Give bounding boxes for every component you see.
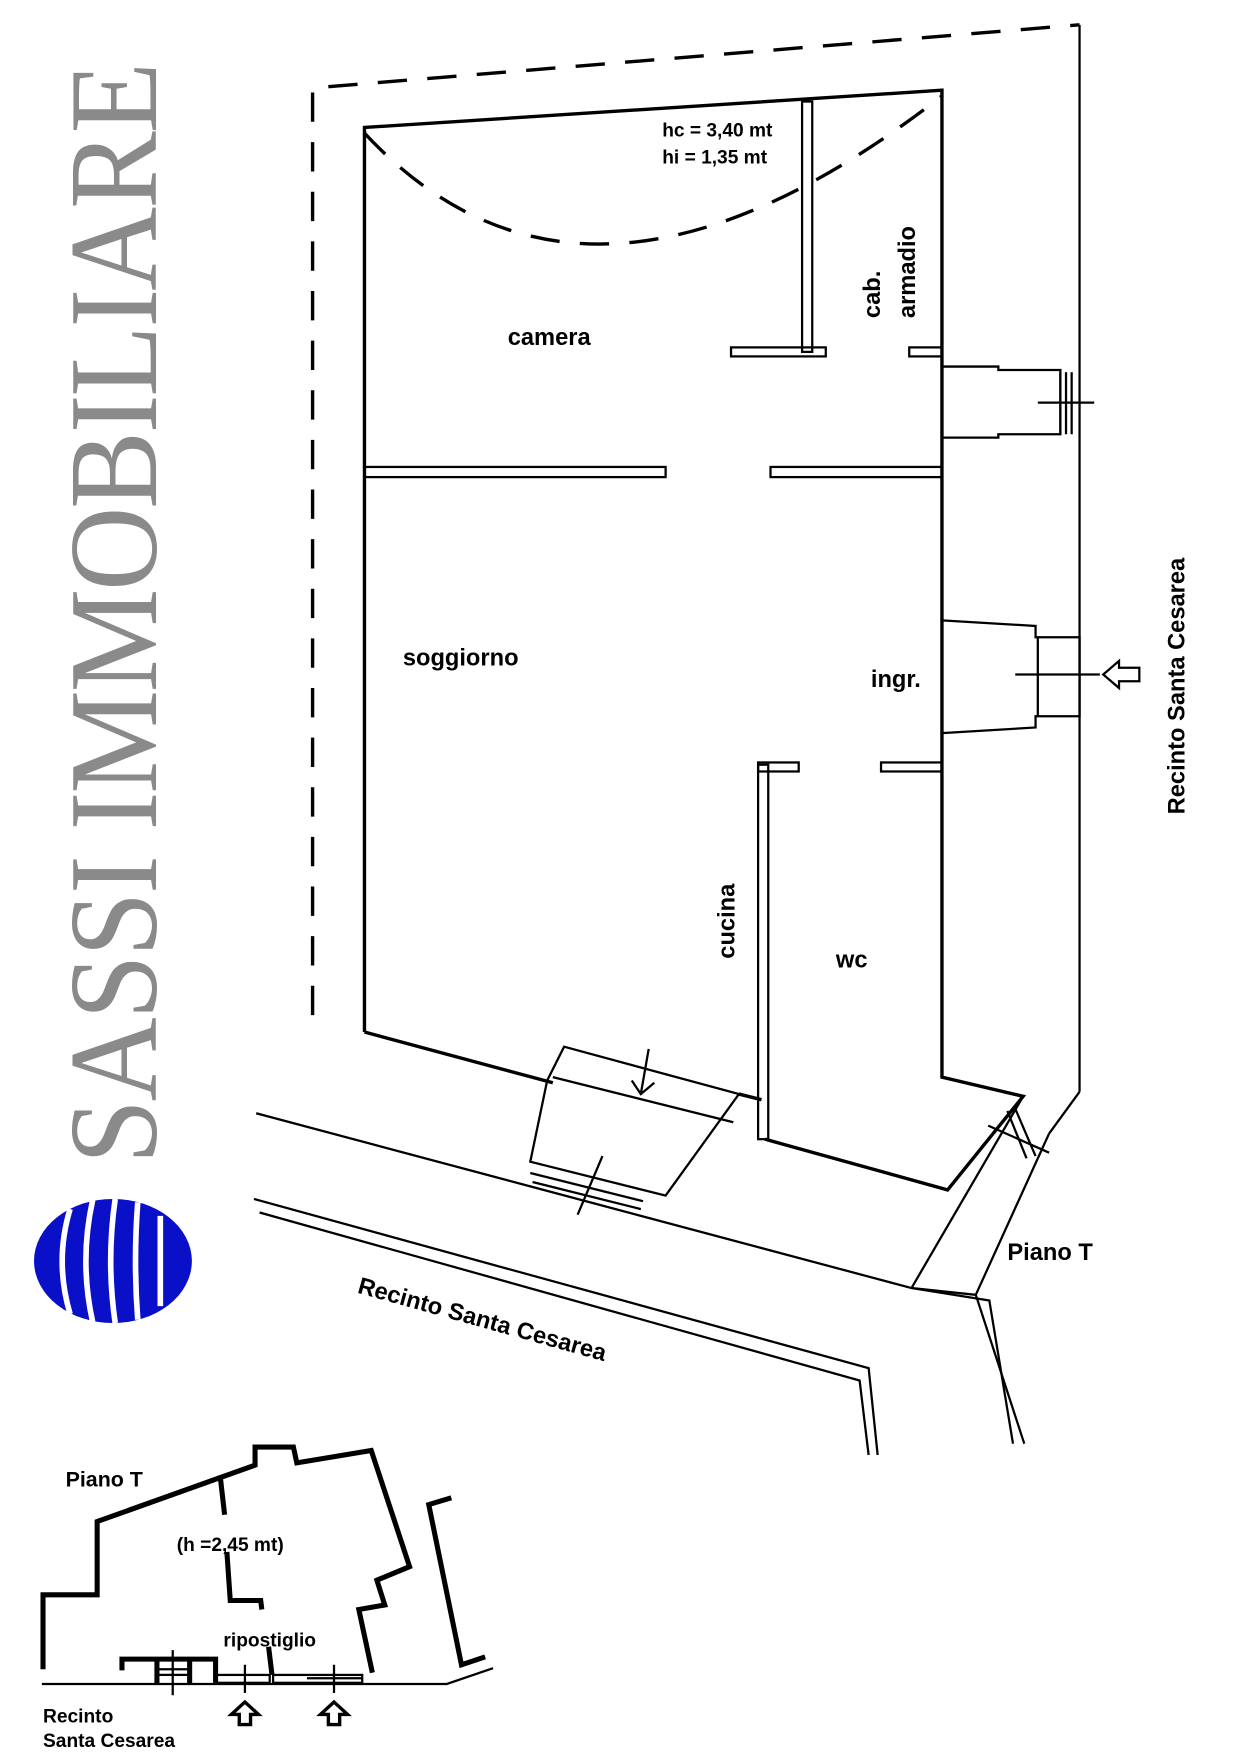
company-logo: SASSI IMMOBILIARE xyxy=(33,64,192,1324)
boundary-dashed xyxy=(310,23,1080,1016)
entrance-arrow-icon xyxy=(227,1699,263,1727)
inset-street-line1: Recinto xyxy=(43,1706,113,1727)
room-soggiorno-label: soggiorno xyxy=(403,645,519,671)
inset-floor-label: Piano T xyxy=(66,1468,143,1492)
inset-height-label: (h =2,45 mt) xyxy=(177,1535,284,1556)
logo-text: SASSI IMMOBILIARE xyxy=(44,64,184,1164)
room-wc-label: wc xyxy=(835,948,868,974)
inset-plan: Piano T (h =2,45 mt) ripostiglio Recinto… xyxy=(40,1444,494,1752)
arrow-down-icon xyxy=(630,1048,656,1096)
room-armadio-label: armadio xyxy=(895,226,921,318)
main-plan-labels: hc = 3,40 mt hi = 1,35 mt camera cab. ar… xyxy=(355,120,1190,1367)
height-hi-label: hi = 1,35 mt xyxy=(662,148,767,169)
main-plan-walls xyxy=(253,23,1141,1456)
entrance-arrow-icon xyxy=(1101,658,1141,691)
room-ingresso-label: ingr. xyxy=(871,667,921,693)
street-right-label: Recinto Santa Cesarea xyxy=(1164,557,1190,814)
entrance-arrow-icon xyxy=(316,1699,352,1727)
height-hc-label: hc = 3,40 mt xyxy=(662,120,773,141)
room-camera-label: camera xyxy=(508,325,592,351)
inset-room-label: ripostiglio xyxy=(223,1631,316,1652)
room-cabina-label: cab. xyxy=(860,271,886,318)
inset-street-line2: Santa Cesarea xyxy=(43,1731,175,1752)
room-cucina-label: cucina xyxy=(714,883,740,959)
stairs xyxy=(528,1045,741,1197)
floor-label: Piano T xyxy=(1007,1240,1093,1266)
door-swing-arc xyxy=(363,94,943,246)
globe-icon xyxy=(33,1198,192,1324)
